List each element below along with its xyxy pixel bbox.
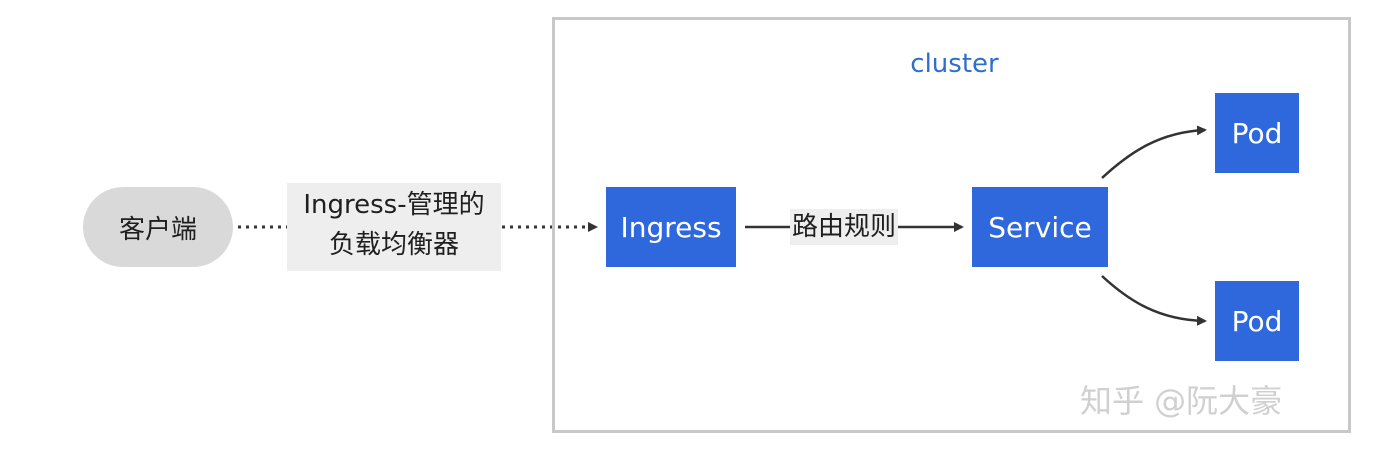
- pod-node-top: Pod: [1215, 93, 1299, 173]
- service-to-pod-bottom-edge: [1101, 275, 1207, 326]
- routing-rules-label: 路由规则: [790, 209, 899, 245]
- cluster-boundary: cluster: [552, 17, 1351, 433]
- client-node: 客户端: [83, 187, 233, 267]
- load-balancer-label-line1: Ingress-管理的: [303, 190, 485, 220]
- cluster-title: cluster: [910, 49, 999, 79]
- service-label: Service: [988, 210, 1092, 244]
- client-label: 客户端: [118, 214, 197, 245]
- pod-bottom-label: Pod: [1231, 304, 1283, 338]
- ingress-label: Ingress: [620, 210, 722, 244]
- load-balancer-label-line2: 负载均衡器: [328, 230, 459, 260]
- service-node: Service: [972, 187, 1108, 267]
- watermark-text: 知乎 @阮大豪: [1080, 382, 1283, 420]
- load-balancer-label: Ingress-管理的 负载均衡器: [287, 183, 501, 271]
- service-to-pod-top-edge: [1101, 125, 1207, 179]
- ingress-node: Ingress: [606, 187, 736, 267]
- pod-top-label: Pod: [1231, 116, 1283, 150]
- pod-node-bottom: Pod: [1215, 281, 1299, 361]
